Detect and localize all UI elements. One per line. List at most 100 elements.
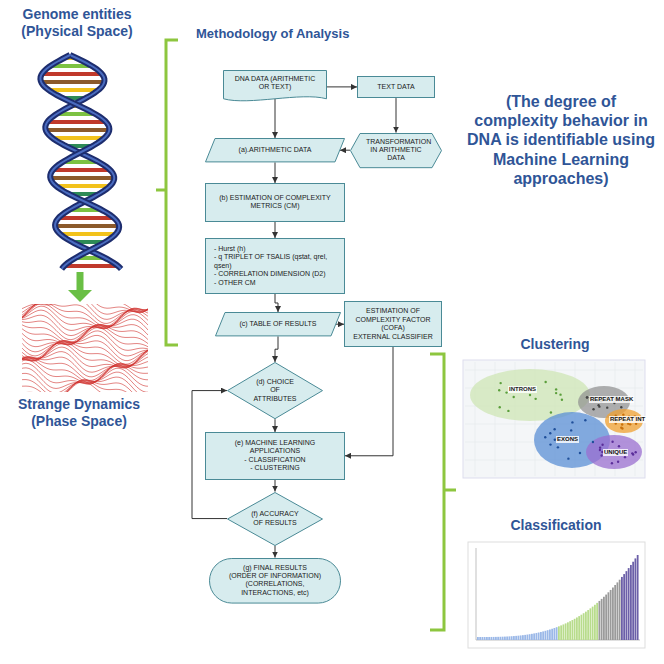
chart-bar [619, 580, 621, 640]
chart-bar [520, 635, 522, 640]
data-point [544, 381, 546, 383]
node-text: (ORDER OF INFORMATION) [223, 572, 327, 580]
node-shape [210, 558, 341, 603]
connector-arrow [396, 98, 397, 133]
node-text: (f) ACCURACY OF RESULTS [251, 510, 299, 527]
base-pair [42, 72, 102, 76]
phase-trajectory [22, 377, 148, 392]
chart-bar [617, 582, 619, 640]
chart-bar [513, 636, 515, 640]
data-point [561, 399, 563, 401]
data-point [499, 406, 501, 408]
phase-trajectory [22, 382, 148, 392]
chart-bar [506, 636, 508, 640]
chart-bar [587, 610, 589, 640]
node-shape [228, 492, 323, 545]
chart-bar [533, 633, 535, 640]
node-text: (a).ARITHMETIC DATA [221, 146, 329, 154]
phase-trajectory [22, 342, 148, 367]
chart-bar [637, 555, 639, 640]
dna-strand [40, 55, 119, 269]
grid-line [475, 362, 476, 476]
chart-bar [529, 634, 531, 640]
chart-bar [493, 637, 495, 640]
data-point [555, 388, 557, 390]
data-point [599, 446, 601, 448]
data-point [624, 456, 626, 458]
data-point [534, 398, 536, 400]
chart-bar [581, 615, 583, 640]
connector-arrow [275, 162, 276, 183]
connector-arrow [336, 324, 344, 325]
chart-bar [486, 637, 488, 640]
chart-bar [583, 613, 585, 640]
chart-bar [477, 637, 479, 640]
base-pair [50, 176, 114, 180]
data-point [529, 394, 531, 396]
data-point [592, 408, 594, 410]
connector-arrow [275, 546, 276, 558]
node-text: (CORRELATIONS, INTERACTIONS, etc) [223, 580, 327, 597]
node-text: EXTERNAL CLASSIFIER [351, 333, 435, 341]
chart-bar [596, 603, 598, 640]
data-point [550, 411, 552, 413]
data-point [606, 406, 608, 408]
base-pair [64, 264, 118, 268]
node-text: - OTHER CM [214, 279, 336, 287]
node-text: - CLASSIFICATION [214, 456, 336, 464]
connector-arrow [327, 86, 357, 87]
phase-trajectory [22, 365, 148, 388]
chart-bar [482, 637, 484, 640]
chart-bar [479, 637, 481, 640]
phase-trajectory [22, 341, 148, 365]
base-pair [47, 120, 106, 124]
green-arrowhead [68, 290, 92, 302]
chart-bar [610, 590, 612, 640]
process-box: (c) TABLE OF RESULTS [215, 312, 341, 336]
chart-bar [605, 595, 607, 640]
chart-bar [590, 608, 592, 640]
data-point [601, 444, 603, 446]
cluster-label: UNIQUE [603, 449, 628, 456]
node-text: - Hurst (h) [214, 245, 336, 253]
node-text: ESTIMATION OF COMPLEXITY FACTOR (COFA) [351, 307, 435, 332]
base-pair [52, 136, 104, 140]
chart-bar [549, 629, 551, 640]
chart-bar [522, 635, 524, 640]
data-point [559, 393, 561, 395]
chart-bar [601, 599, 603, 640]
base-pair [55, 224, 119, 228]
base-pair [60, 232, 116, 236]
node-text: - CLUSTERING [214, 464, 336, 472]
process-box: TEXT DATA [357, 76, 435, 98]
data-point [586, 396, 588, 398]
chart-bar [542, 631, 544, 640]
phase-trajectory [22, 380, 148, 392]
base-pair [53, 168, 110, 172]
chart-bar [527, 635, 529, 640]
chart-bar [560, 625, 562, 640]
chart-bar [576, 617, 578, 640]
chart-bar [502, 637, 504, 640]
node-shape [351, 133, 442, 167]
process-box: (g) FINAL RESULTS(ORDER OF INFORMATION)(… [209, 558, 341, 604]
data-point [620, 406, 622, 408]
connector-arrow [275, 419, 276, 432]
chart-bar [628, 568, 630, 640]
chart-bar [531, 634, 533, 640]
chart-bar [540, 632, 542, 640]
data-point [570, 429, 572, 431]
chart-bar [623, 574, 625, 640]
data-point [544, 436, 546, 438]
chart-bar [567, 622, 569, 640]
data-point [617, 461, 619, 463]
heading-text: Clustering [500, 336, 610, 353]
process-box: (b) ESTIMATION OF COMPLEXITY METRICS (CM… [205, 183, 345, 222]
node-text: (d) CHOICE OF ATTRIBUTES [251, 378, 299, 403]
connector-arrow [340, 150, 350, 151]
base-pair [58, 216, 114, 220]
chart-bar [603, 597, 605, 640]
chart-bar [509, 636, 511, 640]
data-point [579, 452, 581, 454]
data-point [634, 451, 636, 453]
